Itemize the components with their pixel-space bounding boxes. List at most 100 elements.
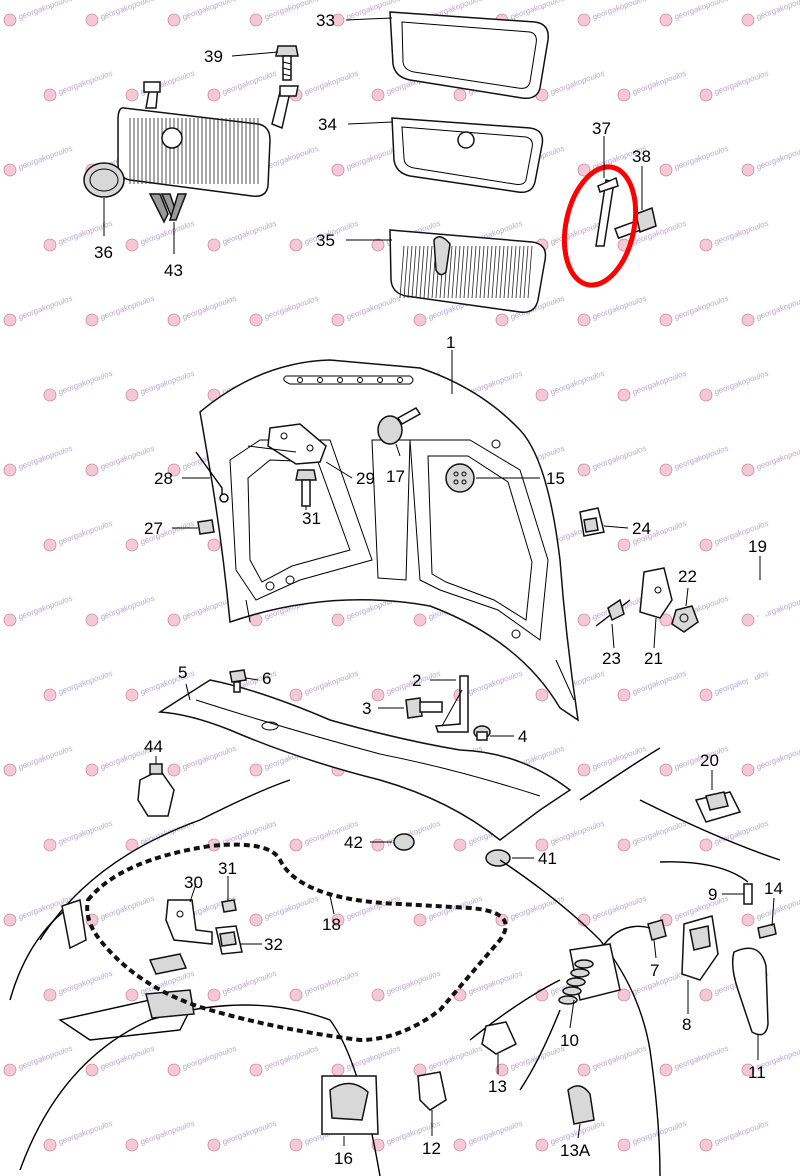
watermark-text: georgakopoulos [631,819,688,847]
part-43-emblem [148,193,188,224]
grille-slat [495,245,501,299]
watermark-logo-icon [453,1138,467,1152]
watermark-tile: georgakopoulos [741,144,800,177]
watermark-text: georgakopoulos [99,0,156,22]
part-19-hose [741,577,772,753]
watermark-text: georgakopoulos [17,444,74,472]
watermark-logo-icon [125,688,139,702]
watermark-tile: georgakopoulos [577,744,648,777]
watermark-text: georgakopoulos [427,894,484,922]
watermark-text: georgakopoulos [303,69,360,97]
watermark-text: georgakopoulos [57,69,114,97]
grille-slat [463,245,469,299]
label-6: 6 [262,669,271,688]
label-15: 15 [546,469,565,488]
watermark-text: georgakopoulos [673,294,730,322]
watermark-logo-icon [289,988,303,1002]
watermark-text: georgakopoulos [99,594,156,622]
watermark-tile: georgakopoulos [699,219,770,252]
label-34: 34 [318,115,337,134]
grille-slat [499,245,505,299]
part-4-plug [473,725,491,741]
watermark-logo-icon [125,1138,139,1152]
watermark-text: georgakopoulos [673,1044,730,1072]
watermark-text: georgakopoulos [713,219,770,247]
watermark-logo-icon [3,763,17,777]
label-37: 37 [592,119,611,138]
watermark-tile: georgakopoulos [331,144,402,177]
grille-slat [527,245,533,299]
part-number-labels: 33 39 34 37 38 36 43 35 1 28 29 17 15 31… [94,11,783,1168]
part-33-trim-frame [389,11,549,100]
watermark-logo-icon [167,763,181,777]
watermark-text: georgakopoulos [713,669,770,697]
part-23-pin [595,598,631,627]
part-24-clip [579,507,605,537]
watermark-tile: georgakopoulos [3,294,74,327]
watermark-tile: georgakopoulos [617,69,688,102]
watermark-text: georgakopoulos [57,519,114,547]
watermark-tile: georgakopoulos [289,969,360,1002]
watermark-logo-icon [43,88,57,102]
watermark-logo-icon [85,613,99,627]
watermark-text: georgakopoulos [221,1119,278,1147]
watermark-logo-icon [659,463,673,477]
label-12: 12 [422,1139,441,1158]
watermark-tile: georgakopoulos [577,1044,648,1077]
watermark-logo-icon [741,13,755,27]
watermark-logo-icon [535,688,549,702]
watermark-logo-icon [741,763,755,777]
watermark-tile: georgakopoulos [699,69,770,102]
watermark-tile: georgakopoulos [699,1119,770,1152]
grille-slat [427,245,433,299]
label-36: 36 [94,243,113,262]
watermark-text: georgakopoulos [17,594,74,622]
part-35-grille [389,229,547,313]
part-31-bolt-lower [221,899,237,913]
label-31-lower: 31 [218,859,237,878]
watermark-logo-icon [249,13,263,27]
watermark-text: georgakopoulos [181,1044,238,1072]
part-42-plug [393,833,415,851]
watermark-logo-icon [85,1063,99,1077]
label-22: 22 [678,567,697,586]
cable-grommet-ring [570,968,590,978]
part-2-support [434,675,469,733]
watermark-tile: georgakopoulos [535,819,606,852]
watermark-logo-icon [617,388,631,402]
watermark-text: georgakopoulos [631,369,688,397]
label-1: 1 [446,333,455,352]
watermark-tile: georgakopoulos [371,669,442,702]
watermark-text: georgakopoulos [755,744,800,772]
watermark-tile: georgakopoulos [741,294,800,327]
watermark-text: georgakopoulos [17,294,74,322]
watermark-logo-icon [617,688,631,702]
watermark-text: georgakopoulos [467,669,524,697]
watermark-logo-icon [413,613,427,627]
part-27-clip [197,519,215,535]
watermark-text: georgakopoulos [99,894,156,922]
watermark-logo-icon [699,88,713,102]
watermark-logo-icon [331,13,345,27]
part-3-bolt [405,697,443,719]
watermark-text: georgakopoulos [713,819,770,847]
watermark-logo-icon [741,913,755,927]
grille-slat [411,245,417,299]
watermark-logo-icon [535,838,549,852]
watermark-logo-icon [3,613,17,627]
watermark-text: georgakopoulos [713,69,770,97]
part-28-prop-rod [195,451,229,503]
grille-slat [487,245,493,299]
cable-grommet-ring [562,986,582,996]
label-11: 11 [748,1063,766,1082]
watermark-logo-icon [85,313,99,327]
watermark-tile: georgakopoulos [3,744,74,777]
watermark-logo-icon [43,688,57,702]
label-4: 4 [518,727,527,746]
watermark-logo-icon [617,1138,631,1152]
watermark-text: georgakopoulos [509,1044,566,1072]
label-19: 19 [748,537,767,556]
watermark-logo-icon [125,388,139,402]
